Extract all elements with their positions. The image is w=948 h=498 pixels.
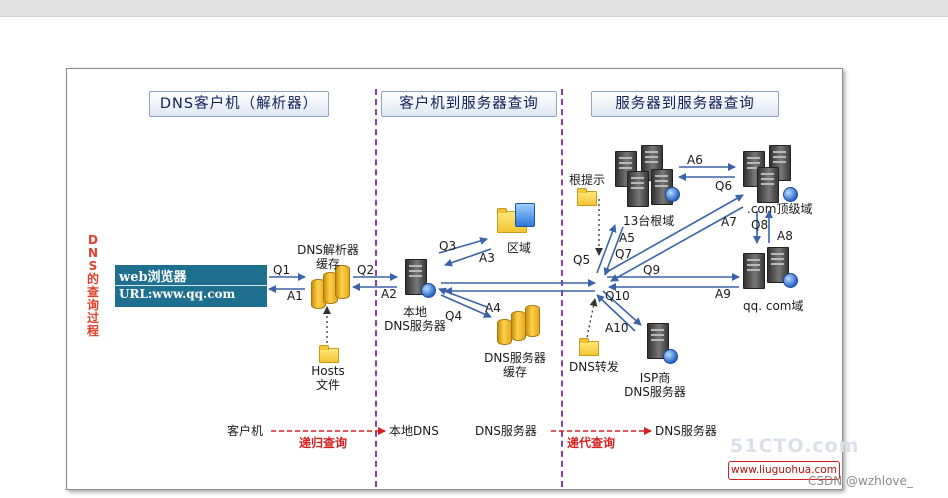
bottom-iterative: 递代查询 — [567, 436, 616, 450]
globe-icon — [783, 273, 798, 288]
root-hint-label: 根提示 — [569, 173, 606, 187]
label-a9: A9 — [715, 287, 731, 301]
dns-forward-folder-icon — [579, 338, 599, 356]
dns-forward-label: DNS转发 — [569, 360, 619, 374]
server-cache-cylinder — [525, 305, 540, 337]
side-label: DNS的查询过程 — [86, 233, 99, 338]
web-browser-box: web浏览器 URL:www.qq.com — [115, 265, 267, 307]
arrow-q7 — [604, 194, 744, 274]
label-q5: Q5 — [573, 253, 591, 267]
label-q3: Q3 — [439, 239, 457, 253]
label-q10: Q10 — [605, 289, 630, 303]
hosts-label: Hosts 文件 — [311, 364, 345, 392]
arrow-q3 — [438, 237, 488, 254]
qq-server-icon — [743, 253, 765, 289]
arrow-a3 — [444, 248, 492, 267]
label-q9: Q9 — [643, 263, 661, 277]
browser-separator — [115, 285, 267, 286]
label-a5: A5 — [619, 231, 635, 245]
arrow-a10 — [596, 294, 636, 332]
root-server-icon — [627, 171, 649, 207]
bottom-local-dns: 本地DNS — [389, 424, 439, 438]
resolver-cache-cylinder — [335, 265, 350, 299]
header-client: DNS客户机（解析器） — [149, 91, 329, 117]
globe-icon — [665, 187, 680, 202]
watermark-logo: 51CTO.com — [730, 435, 860, 457]
resolver-cache-label: DNS解析器 缓存 — [297, 243, 359, 271]
divider-left — [375, 89, 377, 487]
server-cache-cylinder — [511, 311, 526, 341]
qq-domain-label: qq. com域 — [743, 299, 804, 313]
qq-server-icon — [767, 247, 789, 283]
globe-icon — [421, 283, 436, 298]
label-q1: Q1 — [273, 263, 291, 277]
label-a1: A1 — [287, 289, 303, 303]
bottom-dns-server-2: DNS服务器 — [655, 424, 717, 438]
label-a8: A8 — [777, 229, 793, 243]
top-bar — [0, 0, 948, 17]
zone-book-icon — [515, 203, 535, 227]
label-q4: Q4 — [445, 309, 463, 323]
arrow-q4 — [440, 294, 492, 318]
bottom-dns-server: DNS服务器 — [475, 424, 537, 438]
label-a6: A6 — [687, 153, 703, 167]
label-a7: A7 — [721, 215, 737, 229]
bottom-client: 客户机 — [227, 424, 264, 438]
arrow-q10 — [602, 290, 642, 326]
label-q8: Q8 — [751, 218, 769, 232]
globe-icon — [783, 187, 798, 202]
com-tld-label: .com顶级域 — [747, 202, 813, 216]
arrows-layer — [268, 163, 773, 435]
server-cache-label: DNS服务器 缓存 — [484, 351, 546, 379]
hosts-folder-icon — [319, 345, 339, 363]
arrow-a7 — [610, 206, 744, 282]
csdn-watermark: CSDN @wzhlove_ — [808, 474, 913, 488]
browser-title: web浏览器 — [119, 270, 187, 285]
label-q7: Q7 — [615, 247, 633, 261]
server-cache-cylinder — [497, 319, 512, 345]
label-a10: A10 — [605, 321, 629, 335]
divider-right — [561, 89, 563, 487]
site-badge: www.liuguohua.com — [728, 461, 840, 480]
header-client-to-server: 客户机到服务器查询 — [381, 91, 557, 117]
bottom-recursive: 递归查询 — [299, 436, 348, 450]
isp-server-icon — [647, 323, 669, 359]
label-a2: A2 — [381, 287, 397, 301]
dns-diagram: DNS客户机（解析器） 客户机到服务器查询 服务器到服务器查询 DNS的查询过程… — [66, 68, 858, 490]
label-q6: Q6 — [715, 179, 733, 193]
header-server-to-server: 服务器到服务器查询 — [591, 91, 779, 117]
tld-server-icon — [757, 167, 779, 203]
isp-dns-label: ISP商 DNS服务器 — [624, 371, 686, 399]
label-a3: A3 — [479, 251, 495, 265]
arrow-a5 — [603, 226, 624, 276]
local-dns-label: 本地 DNS服务器 — [384, 305, 446, 333]
root-hint-folder-icon — [577, 188, 597, 206]
arrow-dns-forward — [586, 298, 598, 338]
root-13-label: 13台根域 — [623, 214, 675, 228]
browser-url: URL:www.qq.com — [119, 287, 236, 301]
zone-label: 区域 — [507, 241, 532, 255]
arrow-q5 — [596, 224, 617, 274]
globe-icon — [663, 349, 678, 364]
label-q2: Q2 — [357, 263, 375, 277]
label-a4: A4 — [485, 301, 501, 315]
